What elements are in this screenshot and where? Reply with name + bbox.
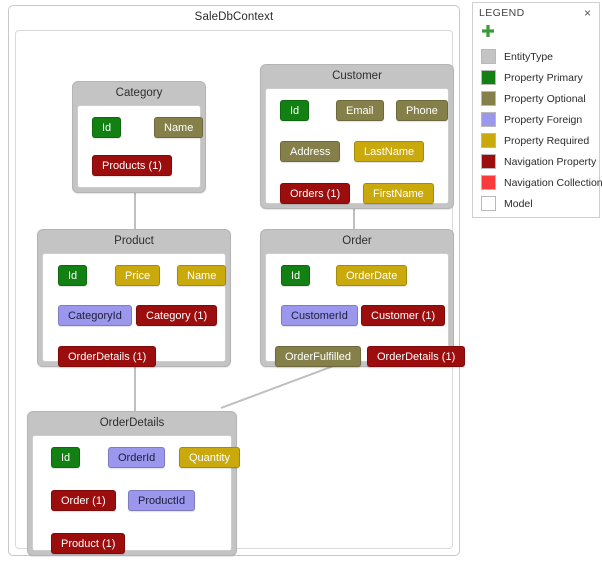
legend-swatch-property-required: [481, 133, 496, 148]
property-category-id[interactable]: Id: [92, 117, 122, 138]
entity-category-title: Category: [115, 87, 163, 99]
property-order-id[interactable]: Id: [281, 265, 311, 286]
legend-label-property-primary: Property Primary: [504, 71, 583, 84]
legend-label-property-required: Property Required: [504, 134, 590, 147]
model-panel[interactable]: SaleDbContext Category Id Name Products …: [8, 5, 466, 556]
entity-category-body: Id Name Products (1): [77, 105, 204, 188]
legend-item-entitytype[interactable]: EntityType: [481, 46, 599, 67]
legend-swatch-model: [481, 196, 496, 211]
property-customer-email[interactable]: Email: [336, 100, 384, 121]
legend-item-navigation-property[interactable]: Navigation Property: [481, 151, 599, 172]
legend-item-property-primary[interactable]: Property Primary: [481, 67, 599, 88]
legend-swatch-property-primary: [481, 70, 496, 85]
entity-order-title: Order: [342, 235, 372, 247]
legend-panel: LEGEND × EntityType Property Primary Pro…: [472, 2, 602, 218]
legend-label-entitytype: EntityType: [504, 50, 554, 63]
entity-orderdetails-body: Id OrderId Quantity Order (1) ProductId …: [32, 435, 240, 554]
property-orderdetails-productid[interactable]: ProductId: [128, 490, 196, 511]
plus-icon: [482, 25, 494, 37]
legend-swatch-property-foreign: [481, 112, 496, 127]
property-customer-orders[interactable]: Orders (1): [280, 183, 351, 204]
entity-category[interactable]: Category Id Name Products (1): [72, 81, 206, 193]
legend-swatch-property-optional: [481, 91, 496, 106]
legend-label-property-foreign: Property Foreign: [504, 113, 583, 126]
entity-customer-body: Id Email Phone Address LastName Orders (…: [265, 88, 449, 204]
legend-swatch-navigation-collection: [481, 175, 496, 190]
model-canvas[interactable]: Category Id Name Products (1) Customer I…: [15, 30, 466, 556]
property-product-name[interactable]: Name: [177, 265, 227, 286]
property-customer-lastname[interactable]: LastName: [354, 141, 425, 162]
legend-list: EntityType Property Primary Property Opt…: [473, 46, 602, 214]
legend-label-model: Model: [504, 197, 533, 210]
property-order-orderdetails[interactable]: OrderDetails (1): [367, 346, 466, 367]
property-product-id[interactable]: Id: [58, 265, 88, 286]
property-product-orderdetails[interactable]: OrderDetails (1): [58, 346, 157, 367]
property-customer-address[interactable]: Address: [280, 141, 341, 162]
property-orderdetails-order[interactable]: Order (1): [51, 490, 116, 511]
property-order-customer[interactable]: Customer (1): [361, 305, 446, 326]
legend-titlebar: LEGEND ×: [473, 3, 599, 23]
entity-order-body: Id OrderDate CustomerId Customer (1) Ord…: [265, 253, 466, 367]
property-orderdetails-product[interactable]: Product (1): [51, 533, 126, 554]
property-orderdetails-orderid[interactable]: OrderId: [108, 447, 166, 468]
close-icon[interactable]: ×: [583, 6, 591, 20]
legend-label-navigation-property: Navigation Property: [504, 155, 597, 168]
property-order-customerid[interactable]: CustomerId: [281, 305, 358, 326]
entity-product-title: Product: [114, 235, 154, 247]
legend-label-property-optional: Property Optional: [504, 92, 586, 105]
property-product-price[interactable]: Price: [115, 265, 161, 286]
property-product-categoryid[interactable]: CategoryId: [58, 305, 132, 326]
property-customer-firstname[interactable]: FirstName: [363, 183, 434, 204]
model-title: SaleDbContext: [194, 11, 274, 23]
property-order-orderdate[interactable]: OrderDate: [336, 265, 408, 286]
legend-item-property-optional[interactable]: Property Optional: [481, 88, 599, 109]
property-category-products[interactable]: Products (1): [92, 155, 172, 176]
legend-title: LEGEND: [479, 7, 525, 19]
entity-order[interactable]: Order Id OrderDate CustomerId Customer (…: [260, 229, 466, 367]
property-order-orderfulfilled[interactable]: OrderFulfilled: [275, 346, 362, 367]
entity-product-body: Id Price Name CategoryId Category (1) Or…: [42, 253, 227, 367]
entity-customer[interactable]: Customer Id Email Phone Address LastName…: [260, 64, 454, 209]
legend-label-navigation-collection: Navigation Collection: [504, 176, 602, 189]
property-product-category[interactable]: Category (1): [136, 305, 218, 326]
legend-swatch-navigation-property: [481, 154, 496, 169]
property-orderdetails-id[interactable]: Id: [51, 447, 81, 468]
legend-item-model[interactable]: Model: [481, 193, 599, 214]
legend-item-property-foreign[interactable]: Property Foreign: [481, 109, 599, 130]
entity-orderdetails-title: OrderDetails: [99, 417, 165, 429]
add-button[interactable]: [473, 23, 599, 46]
legend-item-navigation-collection[interactable]: Navigation Collection: [481, 172, 602, 193]
property-customer-id[interactable]: Id: [280, 100, 310, 121]
legend-item-property-required[interactable]: Property Required: [481, 130, 599, 151]
property-customer-phone[interactable]: Phone: [396, 100, 448, 121]
property-category-name[interactable]: Name: [154, 117, 204, 138]
connector-category-product: [134, 171, 136, 229]
legend-swatch-entitytype: [481, 49, 496, 64]
entity-customer-title: Customer: [332, 70, 382, 82]
entity-orderdetails[interactable]: OrderDetails Id OrderId Quantity Order (…: [27, 411, 240, 556]
connector-product-orderdetails: [134, 365, 136, 411]
property-orderdetails-quantity[interactable]: Quantity: [179, 447, 240, 468]
entity-product[interactable]: Product Id Price Name CategoryId Categor…: [37, 229, 231, 367]
